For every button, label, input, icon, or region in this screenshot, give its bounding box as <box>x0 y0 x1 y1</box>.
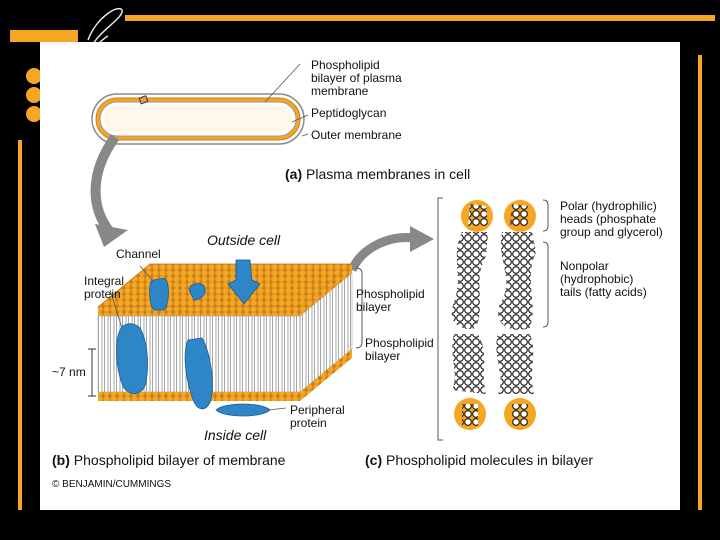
side-top-heads <box>300 264 352 316</box>
surface-protein-arrow <box>227 259 261 305</box>
caption-c-text: Phospholipid molecules in bilayer <box>386 452 594 468</box>
left-gold-bar <box>18 140 22 510</box>
leader-peripheral <box>267 407 287 411</box>
leader-channel <box>139 265 155 283</box>
leader-peptidoglycan <box>291 114 309 123</box>
label-phospholipid-bilayer-c: Phospholipid bilayer <box>365 336 434 363</box>
leader-integral <box>109 289 123 329</box>
label-phospholipid-bilayer-b: Phospholipid bilayer <box>356 287 425 314</box>
cell-diagram <box>91 63 309 145</box>
bracket-polar-heads <box>542 199 549 232</box>
surface-protein-small <box>188 283 206 301</box>
caption-b-text: Phospholipid bilayer of membrane <box>73 452 286 468</box>
label-peptidoglycan: Peptidoglycan <box>311 106 387 120</box>
label-nonpolar-tails: Nonpolar (hydrophobic) tails (fatty acid… <box>560 259 647 299</box>
front-top-heads <box>98 307 300 316</box>
bullet-circle-1 <box>26 68 42 84</box>
tails-top-left <box>451 232 488 329</box>
integral-protein <box>116 323 148 395</box>
caption-c-letter: (c) <box>365 452 383 468</box>
bracket-bilayer-c <box>437 197 443 441</box>
caption-b: (b) Phospholipid bilayer of membrane <box>52 452 285 468</box>
caption-c: (c) Phospholipid molecules in bilayer <box>365 452 593 468</box>
head-cluster-top-left <box>468 204 488 226</box>
zoom-arrow-a-to-b-head <box>95 224 128 247</box>
zoom-arrow-b-to-c-head <box>410 226 434 252</box>
bullet-circle-3 <box>26 106 42 122</box>
bracket-bilayer-b <box>355 267 363 349</box>
peripheral-protein <box>215 403 271 417</box>
label-integral-protein: Integral protein <box>84 274 125 301</box>
label-thickness: ~7 nm <box>52 365 86 379</box>
head-cluster-bottom-right <box>512 404 528 426</box>
label-outside-cell: Outside cell <box>207 232 281 248</box>
right-gold-bar <box>698 55 702 510</box>
label-peripheral-protein: Peripheral protein <box>290 403 345 430</box>
head-cluster-top-right <box>510 204 528 226</box>
label-phospholipid-bilayer-a: Phospholipid bilayer of plasma membrane <box>311 58 402 98</box>
top-left-gold-block <box>10 30 78 42</box>
leader-phospholipid-a <box>264 63 301 103</box>
integral-protein-2 <box>184 337 213 410</box>
top-gold-bar <box>125 15 715 21</box>
bilayer-block <box>88 259 363 417</box>
copyright-notice: © BENJAMIN/CUMMINGS <box>52 479 172 490</box>
bracket-nonpolar-tails <box>542 241 549 328</box>
head-cluster-bottom-left <box>462 404 478 426</box>
figure-panel: Phospholipid bilayer of plasma membrane … <box>40 42 680 510</box>
magnify-box <box>138 95 149 105</box>
label-outer-membrane: Outer membrane <box>311 128 402 142</box>
caption-b-letter: (b) <box>52 452 70 468</box>
tails-bottom-right <box>496 334 534 394</box>
zoom-arrow-b-to-c <box>347 233 415 273</box>
label-channel: Channel <box>116 247 161 261</box>
side-bottom-heads <box>300 349 352 401</box>
caption-a-letter: (a) <box>285 166 303 182</box>
channel-protein <box>149 277 169 311</box>
leader-outer-membrane <box>301 133 309 137</box>
cytoplasm <box>104 106 292 132</box>
label-polar-heads: Polar (hydrophilic) heads (phosphate gro… <box>560 199 663 239</box>
bullet-circle-2 <box>26 87 42 103</box>
phospholipid-molecules <box>437 197 549 441</box>
tails-top-right <box>498 232 536 330</box>
caption-a: (a) Plasma membranes in cell <box>285 166 470 182</box>
membrane-figure <box>88 63 549 441</box>
label-inside-cell: Inside cell <box>204 427 267 443</box>
caption-a-text: Plasma membranes in cell <box>306 166 471 182</box>
tails-bottom-left <box>452 334 486 394</box>
zoom-arrow-a-to-b <box>90 134 120 236</box>
